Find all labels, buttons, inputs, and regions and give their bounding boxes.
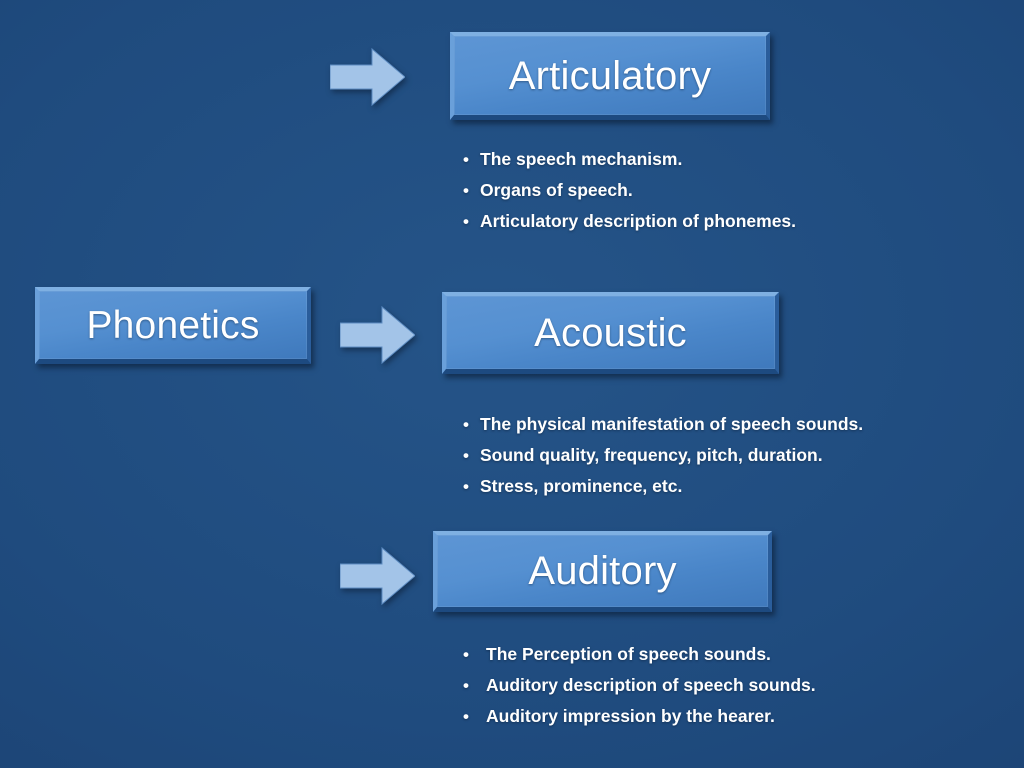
bullet-marker-icon: •: [463, 212, 469, 231]
bullet-list-auditory: • The Perception of speech sounds. • Aud…: [463, 639, 816, 732]
list-item: • The physical manifestation of speech s…: [463, 409, 863, 440]
bullet-marker-icon: •: [463, 645, 469, 664]
list-item: • Organs of speech.: [463, 175, 796, 206]
list-item: • Auditory description of speech sounds.: [463, 670, 816, 701]
bullet-list-articulatory: • The speech mechanism. • Organs of spee…: [463, 144, 796, 237]
node-phonetics[interactable]: Phonetics: [35, 287, 311, 364]
bullet-marker-icon: •: [463, 150, 469, 169]
node-articulatory-label: Articulatory: [508, 53, 712, 98]
list-item-text: Auditory impression by the hearer.: [486, 706, 775, 726]
node-articulatory[interactable]: Articulatory: [450, 32, 770, 120]
node-acoustic-label: Acoustic: [534, 310, 687, 355]
right-arrow-icon-acoustic: [340, 305, 415, 365]
list-item-text: Stress, prominence, etc.: [480, 476, 683, 496]
bullet-marker-icon: •: [463, 707, 469, 726]
list-item-text: The Perception of speech sounds.: [486, 644, 771, 664]
right-arrow-icon-articulatory: [330, 47, 405, 107]
node-phonetics-label: Phonetics: [86, 303, 260, 347]
right-arrow-icon-auditory: [340, 546, 415, 606]
bullet-marker-icon: •: [463, 446, 469, 465]
list-item: • The speech mechanism.: [463, 144, 796, 175]
bullet-marker-icon: •: [463, 477, 469, 496]
list-item-text: Sound quality, frequency, pitch, duratio…: [480, 445, 823, 465]
list-item-text: Auditory description of speech sounds.: [486, 675, 816, 695]
bullet-marker-icon: •: [463, 676, 469, 695]
list-item: • Stress, prominence, etc.: [463, 471, 863, 502]
list-item-text: The physical manifestation of speech sou…: [480, 414, 864, 434]
list-item-text: The speech mechanism.: [480, 149, 683, 169]
list-item: • Sound quality, frequency, pitch, durat…: [463, 440, 863, 471]
list-item-text: Articulatory description of phonemes.: [480, 211, 797, 231]
list-item-text: Organs of speech.: [480, 180, 633, 200]
bullet-marker-icon: •: [463, 415, 469, 434]
bullet-list-acoustic: • The physical manifestation of speech s…: [463, 409, 863, 502]
node-auditory[interactable]: Auditory: [433, 531, 772, 612]
list-item: • The Perception of speech sounds.: [463, 639, 816, 670]
node-auditory-label: Auditory: [528, 549, 677, 593]
list-item: • Auditory impression by the hearer.: [463, 701, 816, 732]
node-acoustic[interactable]: Acoustic: [442, 292, 779, 374]
list-item: • Articulatory description of phonemes.: [463, 206, 796, 237]
bullet-marker-icon: •: [463, 181, 469, 200]
